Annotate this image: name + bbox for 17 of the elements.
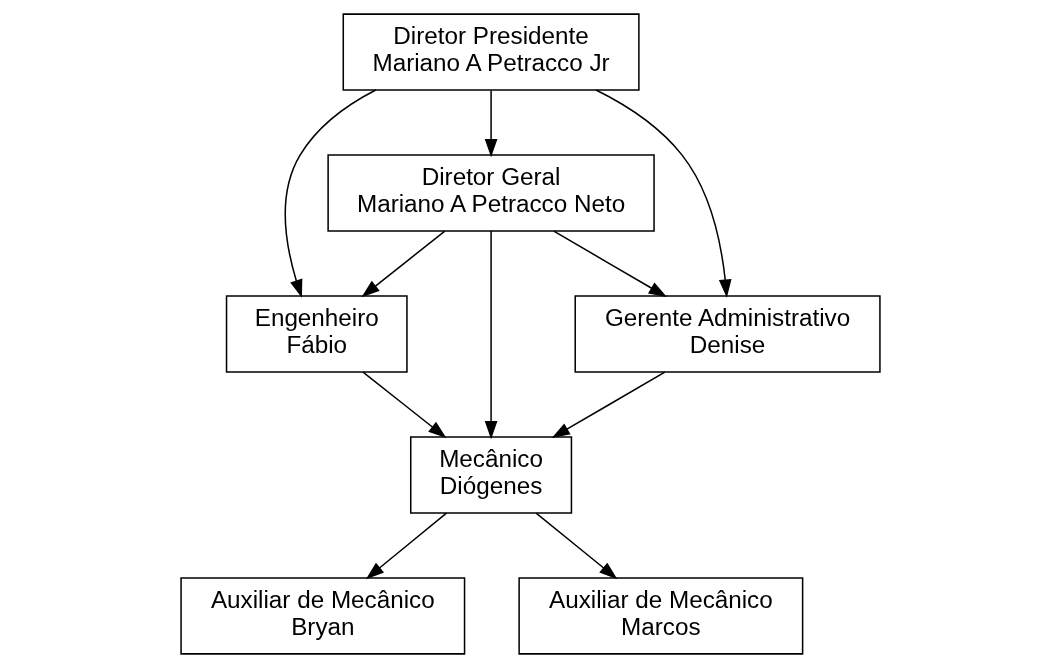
node-box: Gerente Administrativo Denise xyxy=(574,295,881,373)
node-box: Auxiliar de Mecânico Bryan xyxy=(180,577,466,655)
arrow xyxy=(361,230,446,298)
arrow xyxy=(535,512,618,580)
node-box: Diretor Presidente Mariano A Petracco Jr xyxy=(342,13,640,91)
arrow xyxy=(284,89,377,298)
arrow xyxy=(484,89,498,158)
node-box: Diretor Geral Mariano A Petracco Neto xyxy=(327,154,655,232)
node-box: Auxiliar de Mecânico Marcos xyxy=(518,577,804,655)
arrow xyxy=(595,89,732,298)
node-box: Mecânico Diógenes xyxy=(410,436,573,514)
arrow xyxy=(365,512,448,580)
arrow xyxy=(484,230,498,440)
arrow xyxy=(551,371,666,439)
node-box: Engenheiro Fábio xyxy=(225,295,408,373)
arrow xyxy=(362,371,447,439)
arrow xyxy=(553,230,667,298)
